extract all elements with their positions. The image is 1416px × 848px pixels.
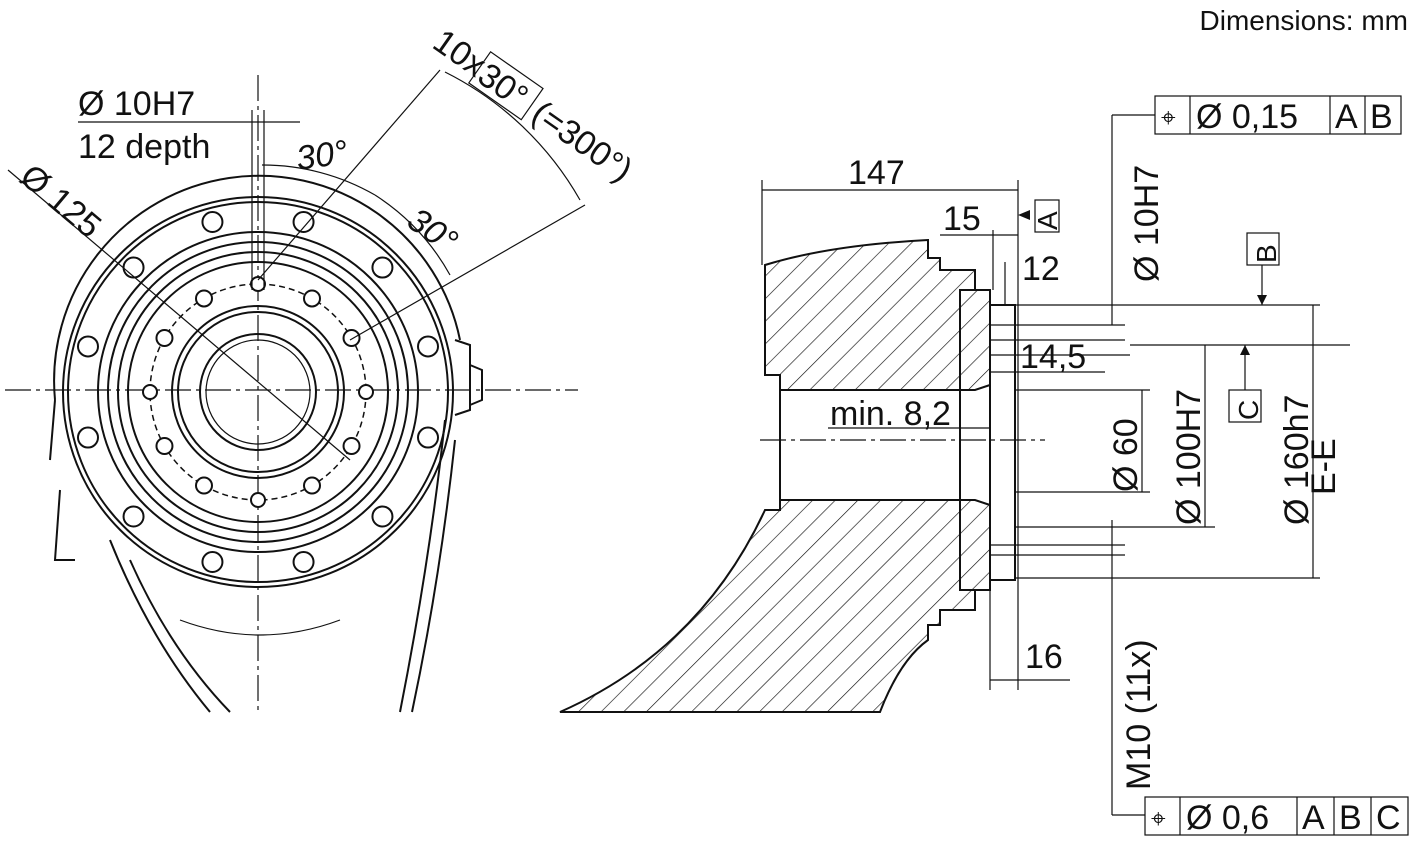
tolerance-value: Ø 0,6 <box>1186 799 1269 837</box>
overall-length-label: 147 <box>848 154 905 192</box>
datum-ref: A <box>1335 98 1358 136</box>
bolt-circle-label: Ø 125 <box>13 157 108 246</box>
tolerance-frame-1: ⌖ Ø 0,15 A B <box>1154 95 1402 136</box>
dia-60-label: Ø 60 <box>1107 418 1145 492</box>
flange-bolt-hole <box>292 551 315 574</box>
flange-bolt-hole <box>201 551 224 574</box>
threaded-hole <box>250 492 266 508</box>
flange-bolt-hole <box>371 505 394 528</box>
dia-160-label: Ø 160h7 <box>1278 395 1316 525</box>
position-symbol: ⌖ <box>1151 803 1166 833</box>
datum-c-label: C <box>1233 400 1264 420</box>
threaded-hole <box>155 329 174 347</box>
flange-bolt-hole <box>201 210 224 233</box>
threaded-hole <box>342 329 361 347</box>
angle-2-label: 30° <box>400 200 464 261</box>
tolerance-frame-2: ⌖ Ø 0,6 A B C <box>1144 796 1409 837</box>
flange-bolt-hole <box>76 426 99 449</box>
dia-100-label: Ø 100H7 <box>1170 389 1208 525</box>
threaded-hole <box>195 289 213 308</box>
flange-bolt-hole <box>371 256 394 279</box>
tolerance-value: Ø 0,15 <box>1196 98 1298 136</box>
front-view: Ø 10H7 12 depth Ø 125 30° 30° 10x 30° (=… <box>5 22 639 713</box>
pin-hole-dia-label: Ø 10H7 <box>78 85 195 123</box>
dim-12-label: 12 <box>1022 250 1060 288</box>
section-label: E-E <box>1305 438 1343 495</box>
datum-ref: B <box>1370 98 1393 136</box>
dim-16-label: 16 <box>1025 638 1063 676</box>
threaded-hole <box>303 289 321 308</box>
datum-ref: B <box>1339 799 1362 837</box>
position-symbol: ⌖ <box>1161 102 1176 132</box>
pin-hole-depth-label: 12 depth <box>78 128 210 166</box>
dim-14-5-label: 14,5 <box>1020 338 1086 376</box>
units-note: Dimensions: mm <box>1200 5 1408 36</box>
threaded-hole <box>142 384 158 400</box>
min-depth-label: min. 8,2 <box>830 395 951 433</box>
flange-bolt-hole <box>292 210 315 233</box>
thread-label: M10 (11x) <box>1120 639 1158 790</box>
flange-bolt-hole <box>76 335 99 358</box>
threaded-hole <box>358 384 374 400</box>
pattern-total-label: (=300°) <box>525 94 639 190</box>
flange-bolt-hole <box>122 505 145 528</box>
dim-15-label: 15 <box>943 200 981 238</box>
flange-bolt-hole <box>417 426 440 449</box>
threaded-hole <box>250 276 266 292</box>
threaded-hole <box>303 476 321 495</box>
flange-bolt-hole <box>122 256 145 279</box>
angle-1-label: 30° <box>294 133 350 178</box>
threaded-hole <box>155 437 174 455</box>
threaded-hole <box>342 437 361 455</box>
datum-ref: C <box>1376 799 1401 837</box>
datum-b-label: B <box>1251 244 1282 263</box>
datum-ref: A <box>1302 799 1325 837</box>
datum-a-label: A <box>1032 211 1063 230</box>
threaded-hole <box>195 476 213 495</box>
section-view: 147 15 12 14,5 min. 8,2 16 Ø 60 Ø 100H7 … <box>559 114 1350 816</box>
flange-bolt-hole <box>417 335 440 358</box>
dia-10-label: Ø 10H7 <box>1128 165 1166 282</box>
